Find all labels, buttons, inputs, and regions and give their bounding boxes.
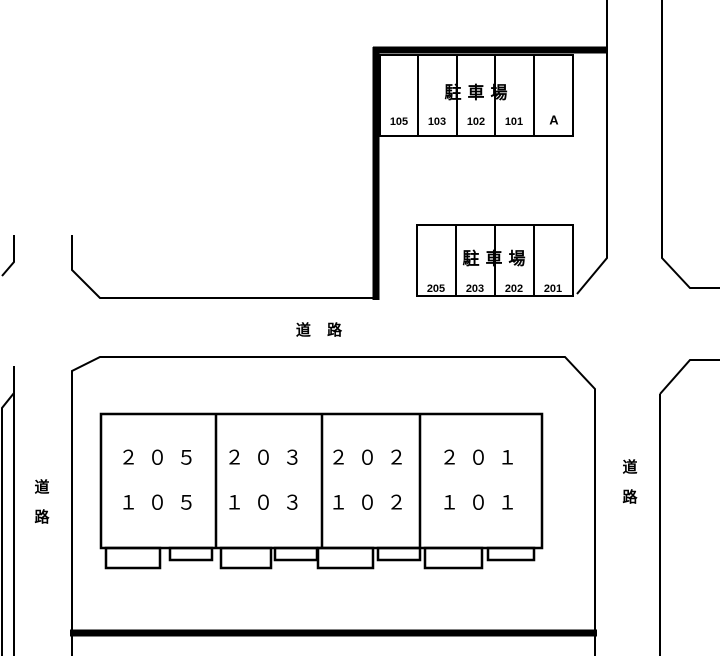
parking-stall-upper-105[interactable]: 105 [390,116,408,128]
building-block[interactable] [99,412,544,550]
entrance-box-202-side [376,546,422,562]
building-unit-101-lower: １０１ [440,492,527,514]
building-unit-105-lower: １０５ [119,492,206,514]
entrance-box-203-side [273,546,319,562]
parking-lot-upper-title: 駐車場 [445,82,514,102]
parking-lot-lower[interactable] [416,224,574,297]
building-unit-103-lower: １０３ [225,492,312,514]
entrance-box-202-main [316,546,375,570]
parking-stall-lower-202[interactable]: 202 [505,283,523,295]
lower-parcel-boundary [0,356,720,656]
lower-left-road-far-edge [0,366,15,656]
building-unit-205-upper: ２０５ [119,447,206,469]
parking-lot-upper[interactable] [379,54,574,137]
parking-stall-upper-102[interactable]: 102 [467,116,485,128]
entrance-box-205-side [168,546,214,562]
road-label-left-char-1: 道 [34,478,49,496]
parking-lot-upper-outline [379,54,574,137]
building-unit-203-upper: ２０３ [225,447,312,469]
parking-stall-lower-205[interactable]: 205 [427,283,445,295]
parking-stall-upper-a[interactable]: A [549,112,559,127]
upper-right-road-edge-inner [576,0,608,295]
parking-stall-lower-203[interactable]: 203 [466,283,484,295]
upper-far-left-road-edge [1,235,15,277]
building-unit-102-lower: １０２ [329,492,416,514]
building-unit-201-upper: ２０１ [440,447,527,469]
road-label-right-char-1: 道 [622,458,637,476]
parking-stall-upper-101[interactable]: 101 [505,116,523,128]
entrance-box-201-side [486,546,536,562]
road-label-center: 道 路 [296,321,348,339]
parking-stall-upper-103[interactable]: 103 [428,116,446,128]
entrance-box-201-main [423,546,484,570]
building-entrance-boxes [104,546,536,570]
entrance-box-203-main [219,546,273,570]
entrance-box-205-main [104,546,162,570]
road-label-right-char-2: 路 [622,488,638,506]
upper-left-road-edge [71,235,376,299]
parking-stall-lower-201[interactable]: 201 [544,283,562,295]
upper-right-road-edge-outer [661,0,720,289]
lower-right-road-far-edge [659,359,720,395]
road-label-left-char-2: 路 [34,508,50,526]
upper-boundary-lines [1,0,720,300]
parking-lot-lower-title: 駐車場 [463,248,532,268]
building-unit-202-upper: ２０２ [329,447,416,469]
